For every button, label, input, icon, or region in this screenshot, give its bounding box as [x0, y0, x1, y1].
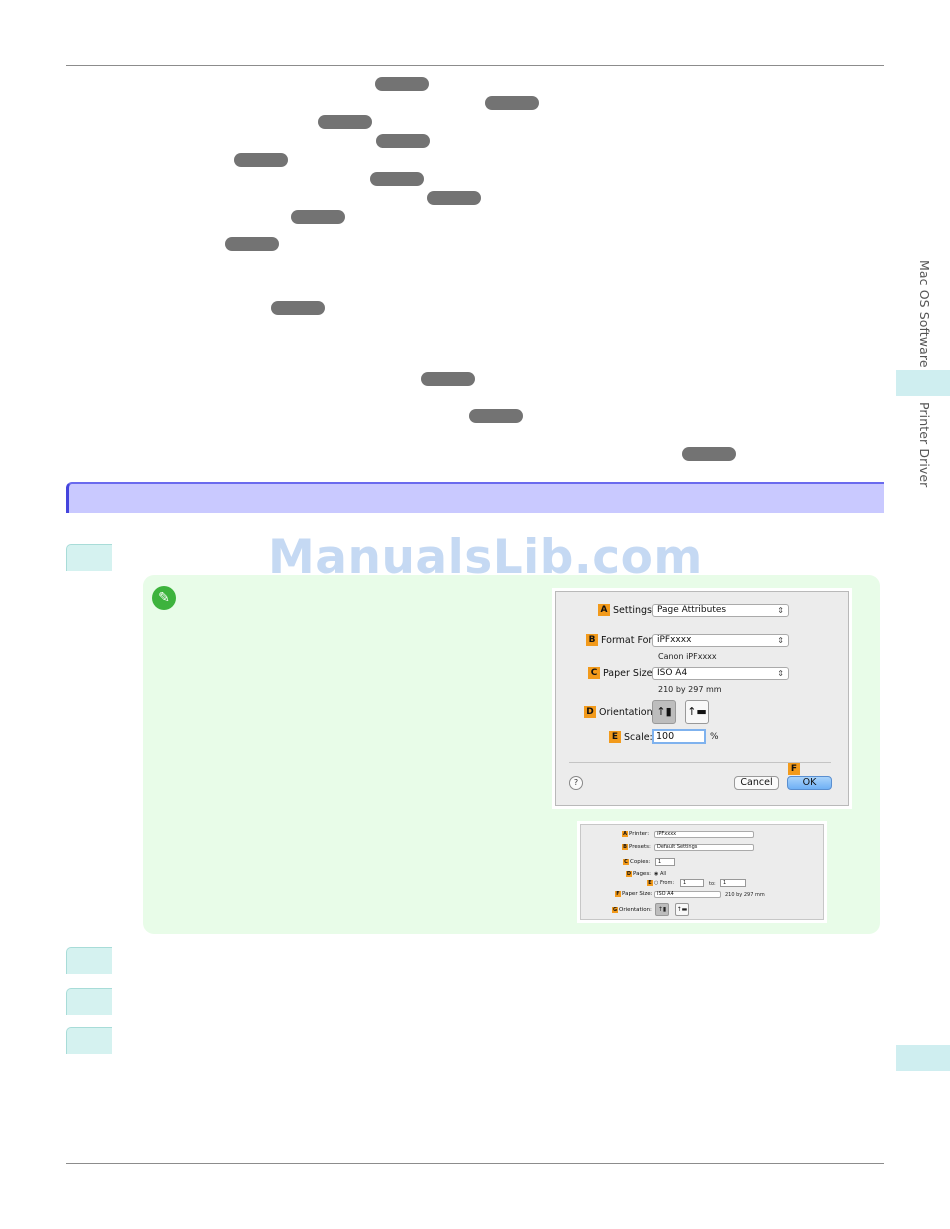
pages-from-radio[interactable]: ○ From: — [654, 880, 675, 886]
copies-input[interactable]: 1 — [655, 858, 675, 866]
link-pill[interactable] — [427, 191, 481, 205]
callout-badge: A — [598, 604, 610, 616]
link-pill[interactable] — [271, 301, 325, 315]
section-heading-bar — [66, 482, 884, 513]
scale-input[interactable]: 100 — [652, 729, 706, 744]
copies-label: Copies: — [630, 859, 651, 865]
copies-row: C Copies: — [623, 859, 650, 865]
landscape-orientation-icon[interactable]: ↑▬ — [675, 903, 689, 916]
pages-all-radio[interactable]: ◉ All — [654, 871, 667, 877]
settings-label: Settings: — [613, 604, 656, 616]
help-button[interactable]: ? — [569, 776, 583, 790]
link-pill[interactable] — [234, 153, 288, 167]
link-pill[interactable] — [682, 447, 736, 461]
link-pill[interactable] — [485, 96, 539, 110]
callout-badge: G — [612, 907, 618, 913]
callout-badge: D — [584, 706, 596, 718]
orientation-label: Orientation: — [619, 907, 652, 913]
presets-popup[interactable]: Default Settings — [654, 844, 754, 851]
link-pill[interactable] — [291, 210, 345, 224]
pencil-note-icon: ✎ — [152, 586, 176, 610]
format-for-row: B Format For: — [586, 634, 655, 646]
paper-size-popup[interactable]: ISO A4 ⇕ — [652, 667, 789, 680]
popup-arrows-icon: ⇕ — [777, 636, 784, 645]
scale-row: E Scale: — [609, 731, 653, 743]
callout-badge: F — [615, 891, 621, 897]
to-label: to: — [709, 881, 716, 887]
landscape-orientation-icon[interactable]: ↑▬ — [685, 700, 709, 724]
link-pill[interactable] — [225, 237, 279, 251]
callout-badge: B — [622, 844, 628, 850]
step-marker — [66, 544, 112, 571]
side-tab-marker — [896, 370, 950, 396]
printer-popup[interactable]: iPFxxxx — [654, 831, 754, 838]
scale-unit: % — [710, 732, 719, 742]
settings-value: Page Attributes — [657, 605, 727, 615]
callout-badge: F — [788, 763, 800, 775]
link-pill[interactable] — [370, 172, 424, 186]
side-tab-section[interactable]: Printer Driver — [917, 402, 932, 488]
dialog-divider — [569, 762, 831, 763]
from-input[interactable]: 1 — [680, 879, 704, 887]
paper-size-label: Paper Size: — [603, 667, 656, 679]
to-input[interactable]: 1 — [720, 879, 746, 887]
cancel-button[interactable]: Cancel — [734, 776, 779, 790]
header-rule — [66, 65, 884, 66]
from-label: From: — [659, 880, 675, 886]
link-pill[interactable] — [375, 77, 429, 91]
step-marker — [66, 988, 112, 1015]
link-pill[interactable] — [376, 134, 430, 148]
link-pill[interactable] — [469, 409, 523, 423]
callout-badge: E — [647, 880, 653, 886]
presets-row: B Presets: — [622, 844, 651, 850]
printer-label: Printer: — [629, 831, 650, 837]
format-for-popup[interactable]: iPFxxxx ⇕ — [652, 634, 789, 647]
presets-label: Presets: — [629, 844, 651, 850]
scale-label: Scale: — [624, 731, 653, 743]
orientation-row: D Orientation: — [584, 706, 656, 718]
popup-arrows-icon: ⇕ — [777, 669, 784, 678]
ok-button[interactable]: OK — [787, 776, 832, 790]
paper-size-sub: 210 by 297 mm — [725, 892, 765, 898]
format-for-value: iPFxxxx — [657, 635, 692, 645]
pages-all-label: All — [659, 871, 667, 877]
step-marker — [66, 1027, 112, 1054]
popup-arrows-icon: ⇕ — [777, 606, 784, 615]
link-pill[interactable] — [318, 115, 372, 129]
paper-size-row: F Paper Size: — [615, 891, 652, 897]
callout-badge: A — [622, 831, 628, 837]
paper-size-value: ISO A4 — [657, 668, 688, 678]
format-for-label: Format For: — [601, 634, 656, 646]
callout-badge: C — [623, 859, 629, 865]
portrait-orientation-icon[interactable]: ↑▮ — [652, 700, 676, 724]
orientation-row: G Orientation: — [612, 907, 652, 913]
settings-row: A Settings: — [598, 604, 655, 616]
callout-badge: D — [626, 871, 632, 877]
callout-badge: C — [588, 667, 600, 679]
pages-row: D Pages: — [626, 871, 651, 877]
callout-badge: B — [586, 634, 598, 646]
paper-size-label: Paper Size: — [622, 891, 653, 897]
page-setup-dialog — [555, 591, 849, 806]
paper-size-row: C Paper Size: — [588, 667, 656, 679]
printer-row: A Printer: — [622, 831, 649, 837]
footer-rule — [66, 1163, 884, 1164]
format-for-sub: Canon iPFxxxx — [658, 652, 717, 661]
side-tab-chapter[interactable]: Mac OS Software — [917, 260, 932, 368]
callout-badge: E — [609, 731, 621, 743]
watermark: ManualsLib.com — [268, 530, 703, 585]
step-marker — [66, 947, 112, 974]
link-pill[interactable] — [421, 372, 475, 386]
pages-label: Pages: — [633, 871, 652, 877]
portrait-orientation-icon[interactable]: ↑▮ — [655, 903, 669, 916]
side-tab-page-marker — [896, 1045, 950, 1071]
paper-size-popup[interactable]: ISO A4 — [654, 891, 721, 898]
print-dialog — [580, 824, 824, 920]
paper-size-sub: 210 by 297 mm — [658, 685, 722, 694]
settings-popup[interactable]: Page Attributes ⇕ — [652, 604, 789, 617]
orientation-label: Orientation: — [599, 706, 656, 718]
